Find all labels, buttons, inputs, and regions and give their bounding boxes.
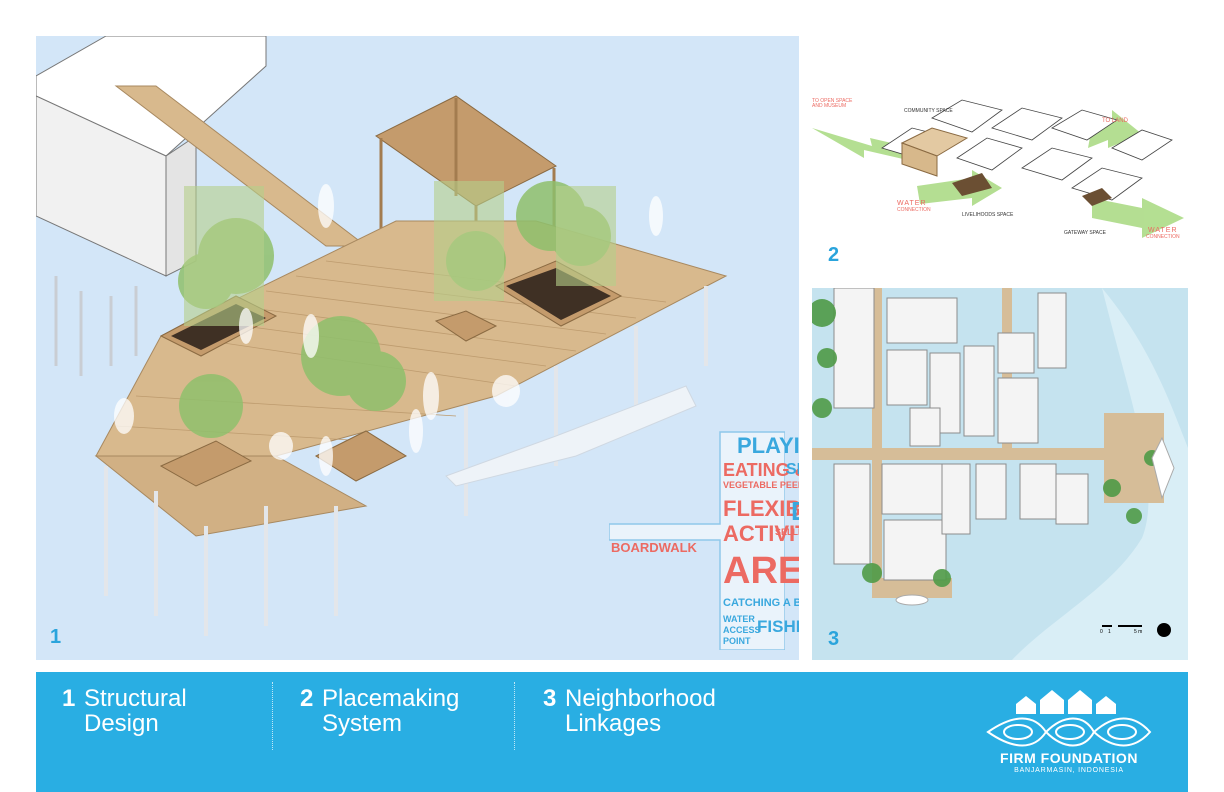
word-flexible: FLEXIBLE [723, 496, 799, 521]
brand-location: BANJARMASIN, INDONESIA [1014, 767, 1124, 774]
caption-number: 3 [543, 685, 557, 712]
houses-waves-icon [986, 690, 1152, 747]
panel-number-3: 3 [828, 628, 840, 650]
label-open-space: TO OPEN SPACE AND MUSEUM [812, 98, 853, 109]
label-water-left: WATER [897, 200, 927, 207]
caption-number: 1 [62, 685, 76, 712]
word-area: AREA [723, 550, 799, 592]
word-water: WATER [723, 614, 755, 624]
panel-number-2: 2 [828, 244, 840, 266]
label-community-space: COMMUNITY SPACE [904, 108, 953, 114]
scale-one: 1 [1108, 629, 1111, 635]
caption-line2: Design [84, 710, 159, 737]
caption-line1: Neighborhood [565, 685, 716, 712]
caption-line2: System [322, 710, 403, 737]
divider [514, 682, 515, 750]
word-sitting-top: SITTING [786, 461, 799, 478]
caption-line1: Placemaking [322, 685, 460, 712]
word-point: POINT [723, 636, 751, 646]
label-gateway-space: GATEWAY SPACE [1064, 230, 1106, 236]
label-to-land: TO LAND [1102, 118, 1128, 124]
word-playing: PLAYING [737, 433, 799, 458]
scale-zero: 0 [1100, 629, 1103, 635]
word-vegetable-peeling: VEGETABLE PEELING [723, 480, 799, 490]
placemaking-system-panel: TO OPEN SPACE AND MUSEUM COMMUNITY SPACE… [812, 88, 1188, 274]
boardwalk-isometric-drawing [36, 36, 728, 636]
word-boardwalk: BOARDWALK [611, 540, 697, 555]
structural-design-panel: PLAYING EATING & SITTING VEGETABLE PEELI… [36, 36, 799, 660]
caption-line1: Structural [84, 685, 187, 712]
label-connection-right: CONNECTION [1146, 234, 1180, 240]
label-connection-left: CONNECTION [897, 207, 931, 213]
divider [272, 682, 273, 750]
label-water-right: WATER [1148, 227, 1178, 234]
brand-name: FIRM FOUNDATION [1000, 750, 1138, 766]
word-eating: EATING & [723, 460, 799, 480]
firm-foundation-logo: FIRM FOUNDATION BANJARMASIN, INDONESIA [984, 686, 1154, 778]
placemaking-diagram [812, 99, 1184, 238]
panel-number-1: 1 [50, 626, 62, 648]
scale-five: 5 m [1134, 629, 1143, 635]
word-fishing: FISHING [757, 617, 799, 636]
placemaking-word-cloud: PLAYING EATING & SITTING VEGETABLE PEELI… [609, 428, 799, 650]
word-access: ACCESS [723, 625, 761, 635]
word-selling: SELLING [775, 527, 799, 537]
word-dock: DOCK [791, 498, 799, 524]
label-livelihoods-space: LIVELIHOODS SPACE [962, 212, 1014, 218]
site-plan-drawing [812, 288, 1188, 660]
neighborhood-linkages-panel: 0 1 5 m 3 [812, 288, 1188, 660]
footer-bar: 1 Structural Design 2 Placemaking System… [36, 672, 1188, 792]
word-activity: ACTIVITY [723, 521, 799, 546]
caption-line2: Linkages [565, 710, 662, 737]
caption-number: 2 [300, 685, 314, 712]
word-catching-a-breeze: CATCHING A BREEZE [723, 597, 799, 609]
